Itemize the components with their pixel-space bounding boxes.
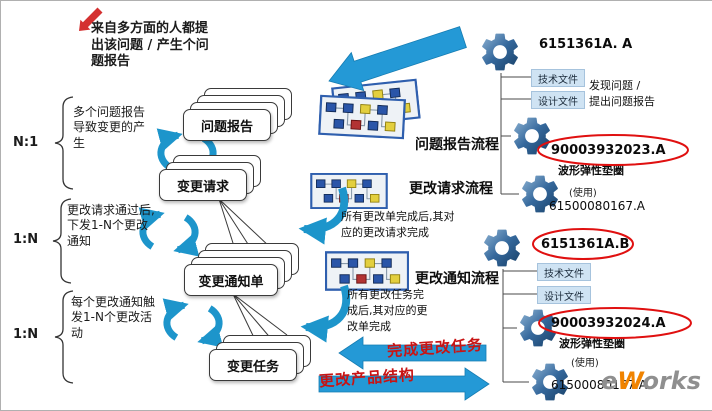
doc-box-label: 技术文件 — [538, 74, 578, 86]
note-task-done: 所有更改任务完 成后,其对应的更 改单完成 — [347, 288, 428, 333]
workflow-thumbnail-icon — [310, 173, 388, 209]
watermark-part: e — [601, 367, 618, 395]
part-number-washer-top: 90003932023.A — [551, 143, 666, 158]
eworks-watermark: eWorks — [601, 367, 701, 395]
card-label: 变更通知单 — [198, 274, 264, 290]
annotation-change-request: 更改请求通过后, 下发1-N个更改 通知 — [67, 203, 155, 248]
part-name-washer-top: 波形弹性垫圈 — [558, 164, 624, 177]
cycle-arrow-icon — [138, 128, 224, 348]
fanout-lines — [218, 198, 288, 349]
card-label: 变更请求 — [176, 179, 229, 195]
assembly-number-top: 6151361A. A — [539, 37, 633, 52]
red-arrow-icon — [79, 7, 103, 31]
gear-icon — [514, 117, 550, 155]
ratio-label-1n-b: 1:N — [13, 327, 39, 342]
part-number-washer-bottom: 90003932024.A — [551, 316, 666, 331]
doc-box-tech-bottom: 技术文件 — [537, 263, 591, 281]
doc-box-label: 设计文件 — [538, 96, 578, 108]
note-discover-problem: 发现问题 / 提出问题报告 — [589, 79, 655, 108]
swoosh-arrow-icon — [298, 186, 351, 343]
brace-1n-b — [54, 290, 74, 384]
watermark-part: orks — [642, 367, 702, 395]
usage-label-bottom: (使用) — [571, 358, 599, 369]
assembly-number-bottom: 6151361A.B — [541, 237, 630, 252]
note-request-done: 所有更改单完成后,其对 应的更改请求完成 — [341, 210, 455, 239]
card-change-notice: 变更通知单 — [184, 264, 278, 296]
ratio-label-n1: N:1 — [13, 135, 39, 150]
big-arrow-top-left-icon — [328, 26, 467, 92]
part-number-other-top: 61500080167.A — [549, 199, 646, 213]
workflow-thumbnail-icon — [325, 251, 409, 291]
usage-label-top: (使用) — [569, 188, 597, 199]
ratio-label-1n-a: 1:N — [13, 232, 39, 247]
card-label: 问题报告 — [200, 119, 253, 135]
gear-icon — [484, 229, 520, 267]
annotation-problem-reports: 多个问题报告 导致变更的产 生 — [73, 105, 146, 150]
flow-label-problem-report: 问题报告流程 — [415, 137, 499, 153]
part-number-other-bottom: 61500080167.A — [551, 378, 648, 392]
watermark-part: W — [617, 367, 643, 395]
annotation-change-notice: 每个更改通知触 发1-N个更改活 动 — [71, 295, 156, 340]
workflow-thumbnail-icon — [318, 94, 407, 140]
card-problem-report: 问题报告 — [183, 109, 271, 141]
big-arrow-finish-task-icon — [338, 336, 487, 370]
big-arrow-product-structure-icon — [318, 367, 490, 401]
card-change-request: 变更请求 — [159, 169, 247, 201]
card-change-task: 变更任务 — [209, 349, 297, 381]
doc-box-design-bottom: 设计文件 — [537, 286, 591, 304]
part-name-washer-bottom: 波形弹性垫圈 — [559, 337, 625, 350]
doc-box-label: 设计文件 — [544, 291, 584, 303]
doc-box-label: 技术文件 — [544, 268, 584, 280]
card-label: 变更任务 — [226, 359, 279, 375]
intro-text: 来自多方面的人都提 出该问题 / 产生个问 题报告 — [91, 21, 209, 70]
flow-label-change-notice: 更改通知流程 — [415, 271, 499, 287]
brace-n1 — [54, 96, 74, 190]
gear-icon — [482, 33, 518, 71]
doc-box-design-top: 设计文件 — [531, 91, 585, 109]
flow-label-change-request: 更改请求流程 — [409, 181, 493, 197]
doc-box-tech-top: 技术文件 — [531, 69, 585, 87]
brace-1n-a — [52, 198, 72, 284]
bom-tree-lines — [500, 73, 537, 383]
